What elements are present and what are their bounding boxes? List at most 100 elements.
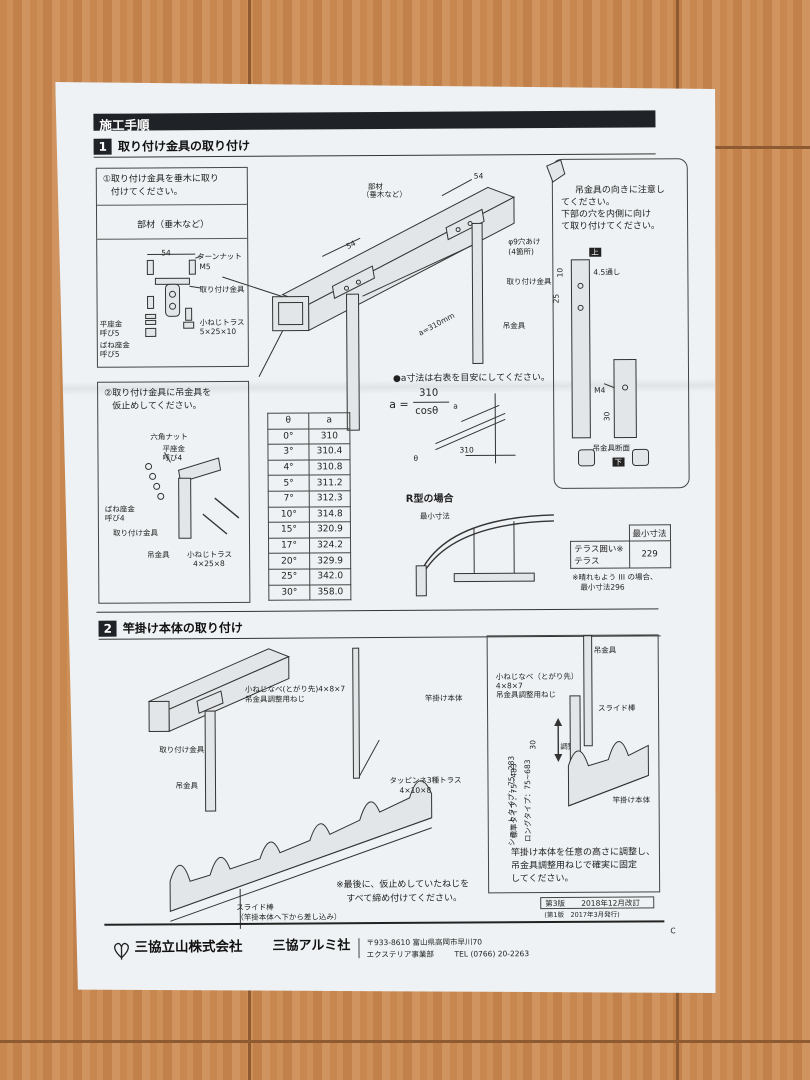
a-value-cell: 320.9 (309, 522, 350, 538)
angle-cell: 17° (269, 538, 310, 554)
company-logo-icon (110, 940, 132, 960)
main-bracket-label: 取り付け金具 (506, 276, 552, 287)
section-1-number: 1 (94, 138, 112, 154)
hole-count: (4箇所) (508, 247, 534, 257)
company-address: 〒933-8610 富山県高岡市早川70 (366, 937, 483, 948)
angle-table-row: 30°358.0 (269, 584, 351, 600)
a-value-cell: 358.0 (310, 584, 351, 600)
a-header: a (309, 413, 350, 429)
angle-figure (425, 383, 525, 464)
edition-date: 2018年12月改訂 (581, 898, 640, 908)
angle-cell: 15° (268, 522, 309, 538)
rf-note-3: してください。 (511, 873, 574, 885)
angle-cell: 25° (269, 569, 310, 585)
min-row-1: テラス囲い※ (574, 544, 624, 555)
hanger-orientation-drawing (553, 159, 691, 490)
a-value-cell: 329.9 (310, 553, 351, 569)
rack-assembly-drawing (149, 647, 491, 929)
min-value: 229 (629, 541, 670, 568)
footer-divider (358, 938, 359, 958)
height-adjust-drawing (488, 635, 661, 846)
small-pan-label: 小ねじなべ(とがり先)4×8×7 (244, 684, 346, 694)
company-name: 三協立山株式会社 (134, 938, 243, 956)
brand-name: 三協アルミ社 (272, 938, 351, 954)
r-type-title: R型の場合 (405, 493, 454, 505)
angle-cell: 20° (269, 553, 310, 569)
main-member-sub: （垂木など） (361, 189, 407, 200)
fig-310-label: 310 (459, 445, 474, 455)
height-adjust-box: 吊金具 小ねじなべ（とがり先） 4×8×7 吊金具調整用ねじ スライド棒 調整 … (487, 634, 661, 893)
min-note-2: 最小寸法296 (580, 582, 625, 592)
angle-header: θ (268, 413, 309, 429)
rf-note-1: 竿掛け本体を任意の高さに調整し、 (510, 847, 655, 859)
a-value-cell: 312.3 (309, 491, 350, 507)
angle-cell: 4° (268, 460, 309, 476)
angle-table-row: 5°311.2 (268, 475, 350, 491)
section-1-heading: 取り付け金具の取り付け (117, 138, 251, 154)
section-2-top-rule (96, 608, 658, 612)
instruction-sheet: 施工手順 1 取り付け金具の取り付け ①取り付け金具を垂木に取り 付けてください… (55, 78, 721, 997)
main-isometric-drawing (262, 165, 543, 377)
formula-lhs: a = (389, 397, 409, 411)
min-dim-table: 最小寸法 テラス囲い※ テラス 229 (570, 524, 671, 569)
final-note-2: すべて締め付けてください。 (346, 893, 462, 905)
slide-bar-label: スライド棒 (236, 902, 274, 912)
floor-seam (0, 1040, 810, 1043)
hole-label: φ9穴あけ (508, 237, 541, 247)
angle-table-row: 4°310.8 (268, 460, 350, 476)
rf-note-2: 吊金具調整用ねじで確実に固定 (510, 860, 638, 872)
a-value-cell: 314.8 (309, 506, 350, 522)
tapping-size: 4×10×8 (399, 785, 432, 795)
angle-table-row: 25°342.0 (269, 569, 351, 585)
angle-cell: 5° (268, 475, 309, 491)
floor-seam (676, 146, 810, 149)
main-hanger-label: 吊金具 (502, 321, 526, 331)
step-2-drawing (98, 382, 249, 603)
adjust-screw-label: 吊金具調整用ねじ (244, 694, 306, 704)
angle-cell: 7° (268, 491, 309, 507)
fig-theta-label: θ (413, 453, 419, 463)
slide-note: （竿掛本体へ下から差し込み） (236, 912, 342, 922)
angle-cell: 3° (268, 444, 309, 460)
first-edition: (第1版 2017年3月発行) (544, 910, 620, 920)
rack-body-label: 竿掛け本体 (424, 693, 463, 703)
min-row-labels: テラス囲い※ テラス (571, 541, 630, 568)
angle-table-row: 10°314.8 (268, 506, 350, 522)
orientation-note-box: 吊金具の向きに注意し てください。 下部の穴を内側に向け て取り付けてください。… (552, 158, 690, 489)
s2-hanger-label: 吊金具 (175, 781, 199, 791)
angle-table-row: 0°310 (268, 428, 350, 444)
angle-cell: 0° (268, 429, 309, 445)
angle-table-row: 15°320.9 (268, 522, 350, 538)
min-row-2: テラス (574, 556, 600, 567)
a-value-cell: 310.4 (309, 444, 350, 460)
section-2-number: 2 (99, 620, 117, 636)
angle-cell: 10° (268, 507, 309, 523)
a-value-cell: 310 (309, 428, 350, 444)
step-1-box: ①取り付け金具を垂木に取り 付けてください。 部材（垂木など） 54 ターンナッ… (96, 167, 249, 368)
angle-table-row: 20°329.9 (269, 553, 351, 569)
section-2-title: 2 竿掛け本体の取り付け (98, 619, 242, 637)
a-value-cell: 342.0 (310, 569, 351, 585)
final-note-1: ※最後に、仮止めしていたねじを (336, 879, 470, 891)
fig-a-label: a (453, 401, 458, 411)
min-note-1: ※晴れもよう III の場合、 (572, 572, 658, 582)
angle-table-row: 3°310.4 (268, 444, 350, 460)
section-2-heading: 竿掛け本体の取り付け (122, 620, 243, 636)
page-header: 施工手順 (93, 110, 655, 130)
company-dept: エクステリア事業部 (366, 949, 434, 960)
main-dim-top: 54 (473, 171, 484, 181)
edition-box: 第3版 2018年12月改訂 (540, 896, 654, 909)
s2-bracket-label: 取り付け金具 (159, 745, 205, 755)
angle-table-row: 17°324.2 (269, 537, 351, 553)
edition-number: 第3版 (545, 898, 566, 909)
r-type-drawing (414, 507, 565, 598)
a-value-cell: 324.2 (309, 537, 350, 553)
min-header: 最小寸法 (629, 525, 670, 541)
section-1-title: 1 取り付け金具の取り付け (94, 137, 250, 155)
step-2-box: ②取り付け金具に吊金具を 仮止めしてください。 六角ナット 平座金 呼び4 ばね… (97, 381, 250, 604)
angle-table-row: 7°312.3 (268, 491, 350, 507)
tapping-label: タッピンネ3種トラス (389, 775, 462, 785)
company-tel: TEL (0766) 20-2263 (454, 949, 530, 959)
corner-mark: C (670, 926, 676, 936)
